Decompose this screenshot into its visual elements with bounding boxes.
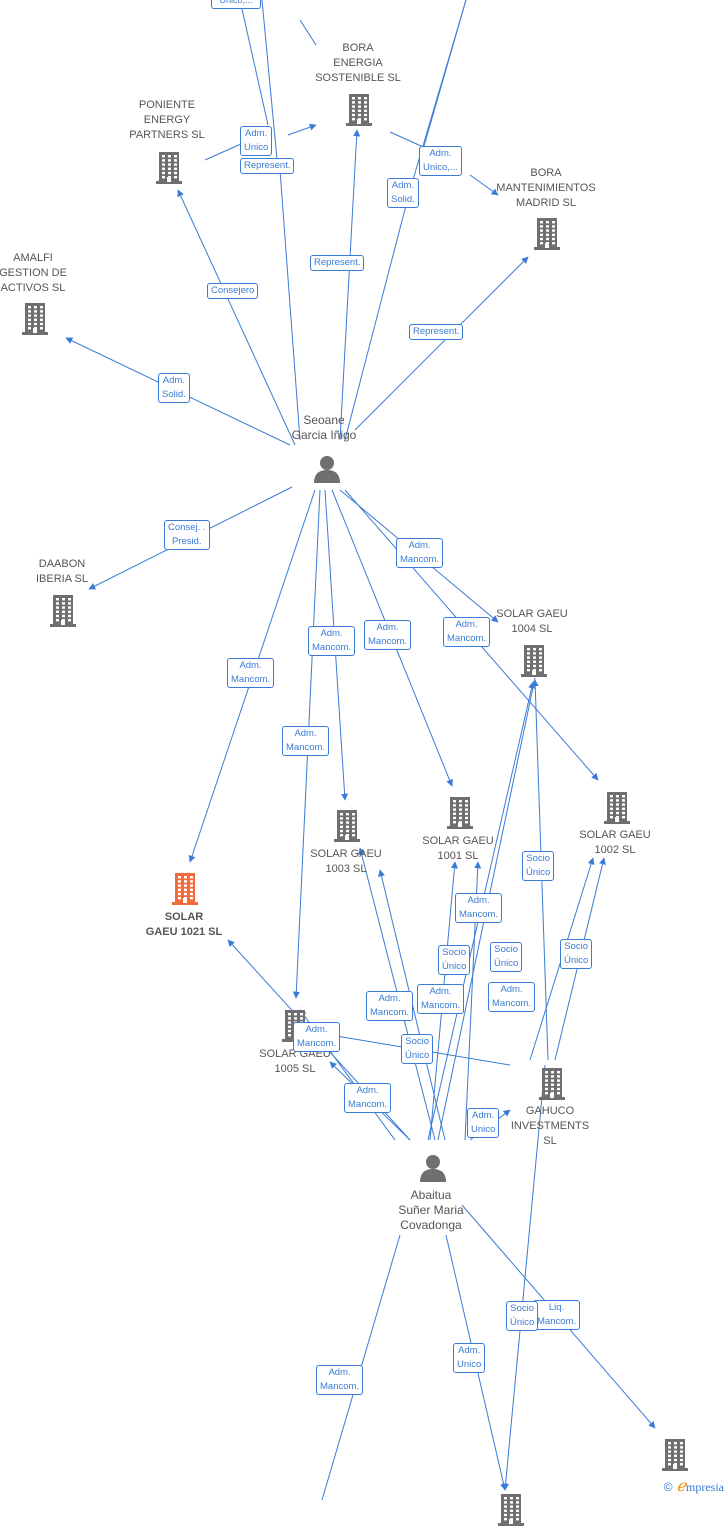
edge-label-consejero: Consejero: [207, 283, 259, 299]
node-label-amalfi[interactable]: AMALFI GESTION DE ACTIVOS SL: [0, 252, 67, 294]
edge-label-adm-mancom: Adm. Mancom.: [282, 726, 330, 756]
edge-label-adm-unico: Adm. Unico: [240, 126, 273, 156]
person-icon[interactable]: [311, 453, 343, 490]
edge-label-represent: Represent.: [409, 324, 464, 340]
building-icon-focus[interactable]: [170, 871, 200, 910]
edge-label-socio-unico: Socio Único: [401, 1034, 434, 1064]
node-label-top-cut: Unico,...: [211, 0, 261, 9]
node-label-bora-mant[interactable]: BORA MANTENIMIENTOS MADRID SL: [496, 167, 596, 209]
edge-label-adm-mancom: Adm. Mancom.: [227, 658, 275, 688]
edges-layer: [65, 0, 656, 1500]
building-icon[interactable]: [496, 1492, 526, 1531]
edge-label-adm-mancom: Adm. Mancom.: [396, 538, 444, 568]
edge-label-socio-unico: Socio Único: [506, 1301, 539, 1331]
edge-label-adm-mancom: Adm. Mancom.: [443, 617, 491, 647]
network-graph: [65, 0, 656, 1500]
building-icon[interactable]: [48, 593, 78, 632]
edge-label-socio-unico: Socio Único: [522, 851, 555, 881]
building-icon[interactable]: [154, 150, 184, 189]
edge-label-adm-mancom: Adm. Mancom.: [293, 1022, 341, 1052]
building-icon[interactable]: [660, 1437, 690, 1476]
edge-label-socio-unico: Socio Único: [560, 939, 593, 969]
edge-line: [279, 169, 301, 441]
building-icon[interactable]: [445, 795, 475, 834]
node-label-solar1021[interactable]: SOLAR GAEU 1021 SL: [145, 911, 223, 938]
edge-line: [287, 123, 317, 136]
edge-line: [469, 174, 499, 196]
building-icon[interactable]: [519, 643, 549, 682]
edge-label-liq-mancom: Liq. Mancom.: [533, 1300, 581, 1330]
edge-label-adm-unico: Adm. Unico: [467, 1108, 500, 1138]
edge-label-represent: Represent.: [310, 255, 365, 271]
empresia-logo: ©ℯmpresia: [663, 1478, 724, 1495]
edge-line: [502, 1064, 546, 1491]
node-label-solar1003[interactable]: SOLAR GAEU 1003 SL: [310, 848, 382, 875]
node-label-seoane[interactable]: Seoane Garcia Iñigo: [291, 413, 357, 442]
building-icon[interactable]: [344, 92, 374, 131]
node-label-abaitua[interactable]: Abaitua Suñer Maria Covadonga: [398, 1188, 464, 1232]
building-icon[interactable]: [532, 216, 562, 255]
edge-label-consej-presid: Consej. . Presid.: [164, 520, 210, 550]
node-label-solar1002[interactable]: SOLAR GAEU 1002 SL: [579, 829, 651, 856]
edge-label-adm-solid: Adm. Solid.: [158, 373, 190, 403]
edge-line: [177, 189, 296, 446]
edge-line: [344, 189, 411, 441]
edge-label-adm-mancom: Adm. Mancom.: [455, 893, 503, 923]
edge-line: [239, 0, 269, 126]
edge-label-adm-unico-etc: Adm. Unico,...: [419, 146, 462, 176]
edge-label-adm-unico: Adm. Unico: [453, 1343, 486, 1373]
node-label-poniente[interactable]: PONIENTE ENERGY PARTNERS SL: [129, 99, 205, 141]
building-icon[interactable]: [20, 301, 50, 340]
building-icon[interactable]: [537, 1066, 567, 1105]
edge-label-adm-mancom: Adm. Mancom.: [316, 1365, 364, 1395]
edge-line: [339, 129, 361, 441]
edge-label-represent: Represent.: [240, 158, 295, 174]
edge-label-adm-mancom: Adm. Mancom.: [417, 984, 465, 1014]
node-label-gahuco[interactable]: GAHUCO INVESTMENTS SL: [510, 1105, 590, 1147]
building-icon[interactable]: [332, 808, 362, 847]
edge-label-adm-mancom: Adm. Mancom.: [344, 1083, 392, 1113]
edge-label-adm-mancom: Adm. Mancom.: [364, 620, 412, 650]
edge-label-socio-unico: Socio Único: [438, 945, 471, 975]
building-icon[interactable]: [602, 790, 632, 829]
node-label-bora-energia[interactable]: BORA ENERGIA SOSTENIBLE SL: [315, 42, 401, 84]
person-icon[interactable]: [417, 1152, 449, 1189]
node-label-daabon[interactable]: DAABON IBERIA SL: [36, 558, 88, 585]
node-label-solar1001[interactable]: SOLAR GAEU 1001 SL: [422, 835, 494, 862]
node-label-solar1004[interactable]: SOLAR GAEU 1004 SL: [496, 608, 568, 635]
edge-line: [299, 19, 317, 46]
edge-label-socio-unico: Socio Único: [490, 942, 523, 972]
edge-label-adm-solid: Adm. Solid.: [387, 178, 419, 208]
edge-label-adm-mancom: Adm. Mancom.: [308, 626, 356, 656]
edge-line: [261, 0, 279, 171]
edge-line: [354, 256, 529, 431]
edge-label-adm-mancom: Adm. Mancom.: [488, 982, 536, 1012]
edge-label-adm-mancom: Adm. Mancom.: [366, 991, 414, 1021]
